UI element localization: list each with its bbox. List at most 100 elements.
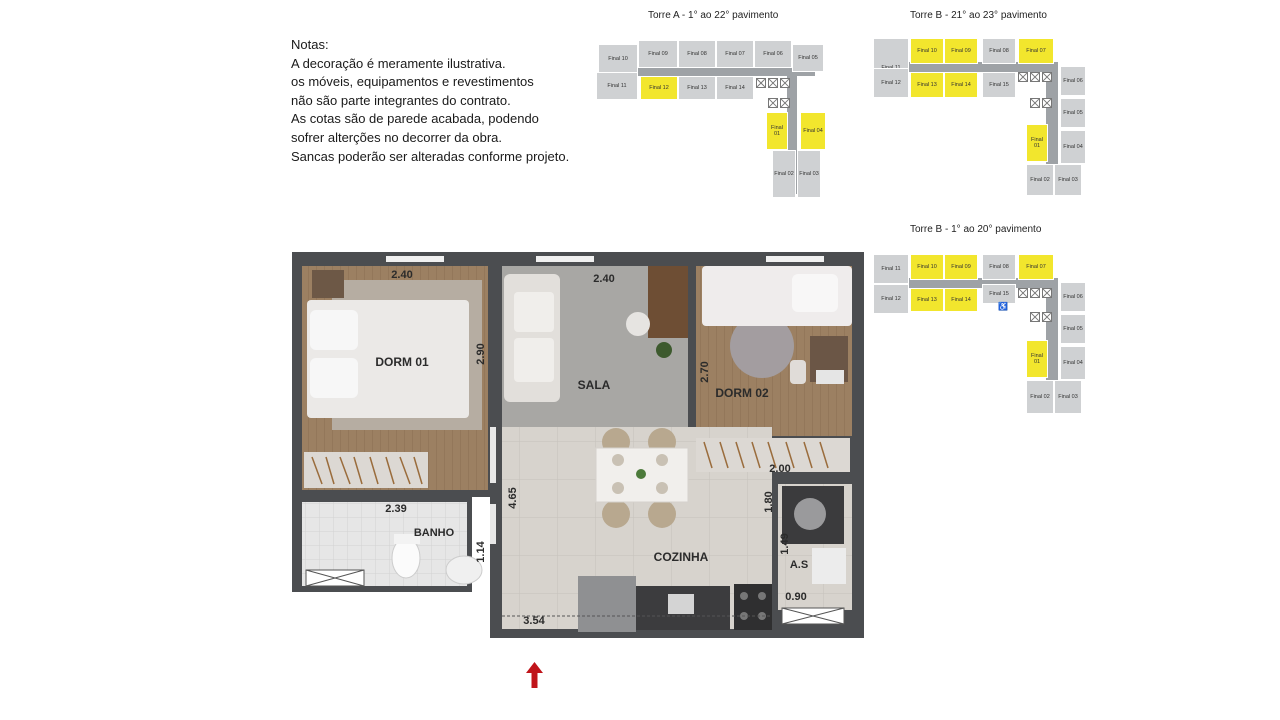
keyplan-unit: Final 08 xyxy=(678,40,716,68)
keyplan-unit-highlighted: Final 07 xyxy=(1018,38,1054,64)
entrance-arrow-icon xyxy=(526,662,543,688)
keyplan-unit-highlighted: Final 10 xyxy=(910,38,944,64)
laundry-sink xyxy=(812,548,846,584)
keyplan-unit-highlighted: Final 09 xyxy=(944,38,978,64)
dimension-label: 2.90 xyxy=(475,343,487,364)
dimension-label: 1.49 xyxy=(779,533,791,554)
keyplan-title-torre-a: Torre A - 1° ao 22° pavimento xyxy=(648,10,779,21)
note-line: Notas: xyxy=(291,37,329,52)
keyplan-unit-highlighted: Final 07 xyxy=(1018,254,1054,280)
note-line: os móveis, equipamentos e revestimentos xyxy=(291,74,534,90)
keyplan-unit: Final 08 xyxy=(982,38,1016,64)
dimension-label: 2.00 xyxy=(769,463,790,475)
keyplan-title-torre-b-low: Torre B - 1° ao 20° pavimento xyxy=(910,224,1042,235)
keyplan-unit-highlighted: Final 14 xyxy=(944,72,978,98)
stair-icon xyxy=(780,78,790,88)
dimension-label: 2.40 xyxy=(593,273,614,285)
keyplan-unit-highlighted: Final 13 xyxy=(910,72,944,98)
stair-icon xyxy=(1030,312,1040,322)
dimension-label: 2.39 xyxy=(385,503,406,515)
keyplan-unit: Final 06 xyxy=(1060,282,1086,312)
dimension-label: 4.65 xyxy=(507,487,519,508)
keyplan-unit-highlighted: Final 12 xyxy=(640,76,678,100)
stove xyxy=(734,584,772,630)
keyplan-unit: Final 02 xyxy=(1026,380,1054,414)
dimension-label: 0.90 xyxy=(785,591,806,603)
keyplan-unit: Final 08 xyxy=(982,254,1016,280)
keyplan-unit: Final 04 xyxy=(1060,346,1086,380)
round-rug xyxy=(730,314,794,378)
keyplan-unit: Final 06 xyxy=(754,40,792,68)
note-line: não são parte integrantes do contrato. xyxy=(291,92,511,108)
stair-icon xyxy=(1042,312,1052,322)
stair-icon xyxy=(756,78,766,88)
keyplan-unit-highlighted: Final 10 xyxy=(910,254,944,280)
keyplan-unit-highlighted: Final 09 xyxy=(944,254,978,280)
stair-icon xyxy=(1018,288,1028,298)
tv-stand xyxy=(648,266,688,338)
keyplan-unit-highlighted: Final 01 xyxy=(1026,340,1048,378)
dimension-label: 2.40 xyxy=(391,269,412,281)
stair-icon xyxy=(768,98,778,108)
dimension-label: 3.54 xyxy=(523,615,545,627)
keyplan-unit: Final 13 xyxy=(678,76,716,100)
note-line: As cotas são de parede acabada, podendo xyxy=(291,111,539,127)
keyplan-unit: Final 07 xyxy=(716,40,754,68)
keyplan-title-torre-b-top: Torre B - 21° ao 23° pavimento xyxy=(910,10,1047,21)
stair-icon xyxy=(780,98,790,108)
keyplan-unit-highlighted: Final 01 xyxy=(1026,124,1048,162)
wardrobe-dorm01 xyxy=(304,452,428,488)
apartment-floor-plan: DORM 01 SALA DORM 02 BANHO COZINHA A.S 2… xyxy=(292,252,864,638)
stair-icon xyxy=(1042,288,1052,298)
stair-icon xyxy=(1042,98,1052,108)
room-label-banho: BANHO xyxy=(414,527,455,539)
keyplan-unit: Final 12 xyxy=(873,284,909,314)
stair-icon xyxy=(1018,72,1028,82)
keyplan-unit: Final 11 xyxy=(873,254,909,284)
keyplan-unit: Final 06 xyxy=(1060,66,1086,96)
nightstand xyxy=(312,270,344,298)
fridge xyxy=(578,576,636,632)
note-line: A decoração é meramente ilustrativa. xyxy=(291,55,506,71)
keyplan-unit: Final 14 xyxy=(716,76,754,100)
plant-icon xyxy=(656,342,672,358)
keyplan-unit: Final 04 xyxy=(1060,130,1086,164)
keyplan-unit: Final 10 xyxy=(598,44,638,74)
keyplan-unit-highlighted: Final 04 xyxy=(800,112,826,150)
keyplan-unit: Final 02 xyxy=(1026,164,1054,196)
keyplan-unit: Final 02 xyxy=(772,150,796,198)
kitchen-sink xyxy=(668,594,694,614)
stair-icon xyxy=(1042,72,1052,82)
room-label-dorm01: DORM 01 xyxy=(375,355,429,369)
room-label-cozinha: COZINHA xyxy=(654,550,709,564)
keyplan-unit: Final 05 xyxy=(1060,314,1086,344)
dimension-label: 1.80 xyxy=(763,491,775,512)
keyplan-unit: Final 15 xyxy=(982,284,1016,304)
notes: Notas: A decoração é meramente ilustrati… xyxy=(291,36,569,166)
dimension-label: 1.14 xyxy=(475,540,487,562)
keyplan-unit: Final 15 xyxy=(982,72,1016,98)
dimension-label: 2.70 xyxy=(699,361,711,382)
keyplan-unit: Final 03 xyxy=(1054,164,1082,196)
keyplan-unit: Final 05 xyxy=(1060,98,1086,128)
keyplan-unit-highlighted: Final 01 xyxy=(766,112,788,150)
stair-icon xyxy=(1030,72,1040,82)
keyplan-unit: Final 03 xyxy=(1054,380,1082,414)
keyplan-unit-highlighted: Final 13 xyxy=(910,288,944,312)
keyplan-unit-highlighted: Final 14 xyxy=(944,288,978,312)
keyplan-unit: Final 05 xyxy=(792,44,824,72)
note-line: Sancas poderão ser alteradas conforme pr… xyxy=(291,148,570,164)
room-label-dorm02: DORM 02 xyxy=(715,386,769,400)
stair-icon xyxy=(1030,288,1040,298)
bathroom-sink xyxy=(445,555,483,585)
note-line: sofrer alterções no decorrer da obra. xyxy=(291,129,502,145)
room-label-as: A.S xyxy=(790,559,808,571)
accessibility-icon: ♿ xyxy=(998,302,1008,311)
keyplan-unit: Final 03 xyxy=(797,150,821,198)
stair-icon xyxy=(768,78,778,88)
keyplan-unit: Final 11 xyxy=(596,72,638,100)
stair-icon xyxy=(1030,98,1040,108)
keyplan-unit: Final 12 xyxy=(873,68,909,98)
keyplan-unit: Final 09 xyxy=(638,40,678,68)
room-label-sala: SALA xyxy=(578,378,611,392)
